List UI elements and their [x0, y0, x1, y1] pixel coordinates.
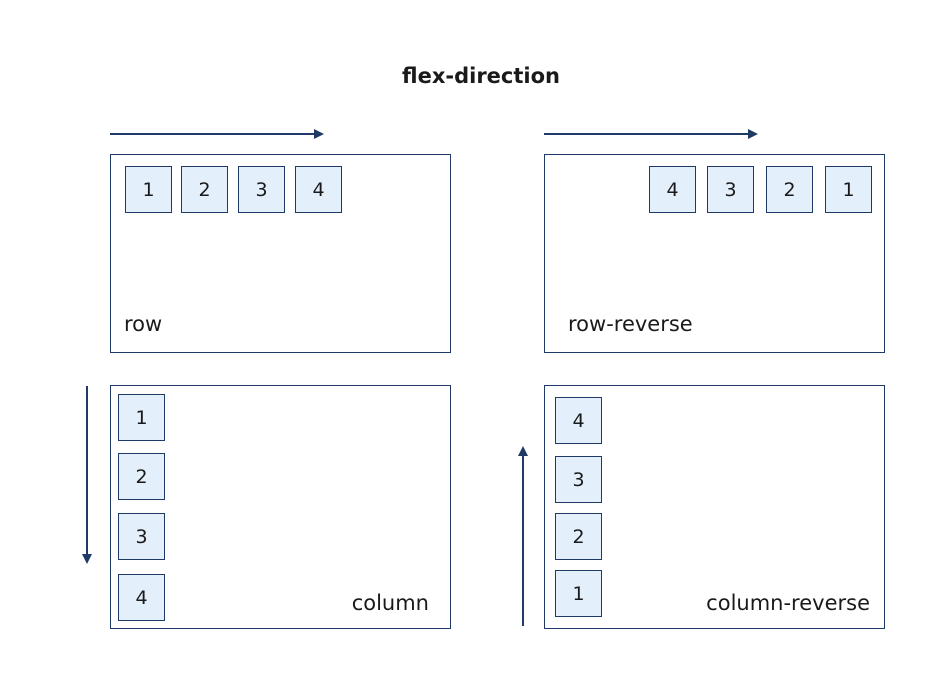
panel-label: column-reverse	[706, 591, 870, 615]
flex-item: 3	[238, 166, 285, 213]
flex-item: 2	[766, 166, 813, 213]
diagram-title: flex-direction	[402, 64, 560, 88]
flex-item: 1	[825, 166, 872, 213]
column-reverse-panel: 4 3 2 1 column-reverse	[544, 385, 885, 629]
flex-item: 3	[555, 456, 602, 503]
flex-item: 4	[649, 166, 696, 213]
row-panel: 1 2 3 4 row	[110, 154, 451, 353]
panel-label: column	[351, 591, 429, 615]
flex-item: 4	[555, 397, 602, 444]
column-panel: 1 2 3 4 column	[110, 385, 451, 629]
flex-item: 2	[181, 166, 228, 213]
flex-item: 1	[118, 394, 165, 441]
flex-item: 3	[707, 166, 754, 213]
flex-item: 2	[118, 453, 165, 500]
row-reverse-panel: 4 3 2 1 row-reverse	[544, 154, 885, 353]
flex-item: 4	[295, 166, 342, 213]
flex-item: 2	[555, 513, 602, 560]
flex-item: 1	[555, 570, 602, 617]
panel-label: row-reverse	[568, 312, 693, 336]
flex-item: 3	[118, 513, 165, 560]
panel-label: row	[124, 312, 163, 336]
flex-item: 4	[118, 574, 165, 621]
flex-item: 1	[125, 166, 172, 213]
